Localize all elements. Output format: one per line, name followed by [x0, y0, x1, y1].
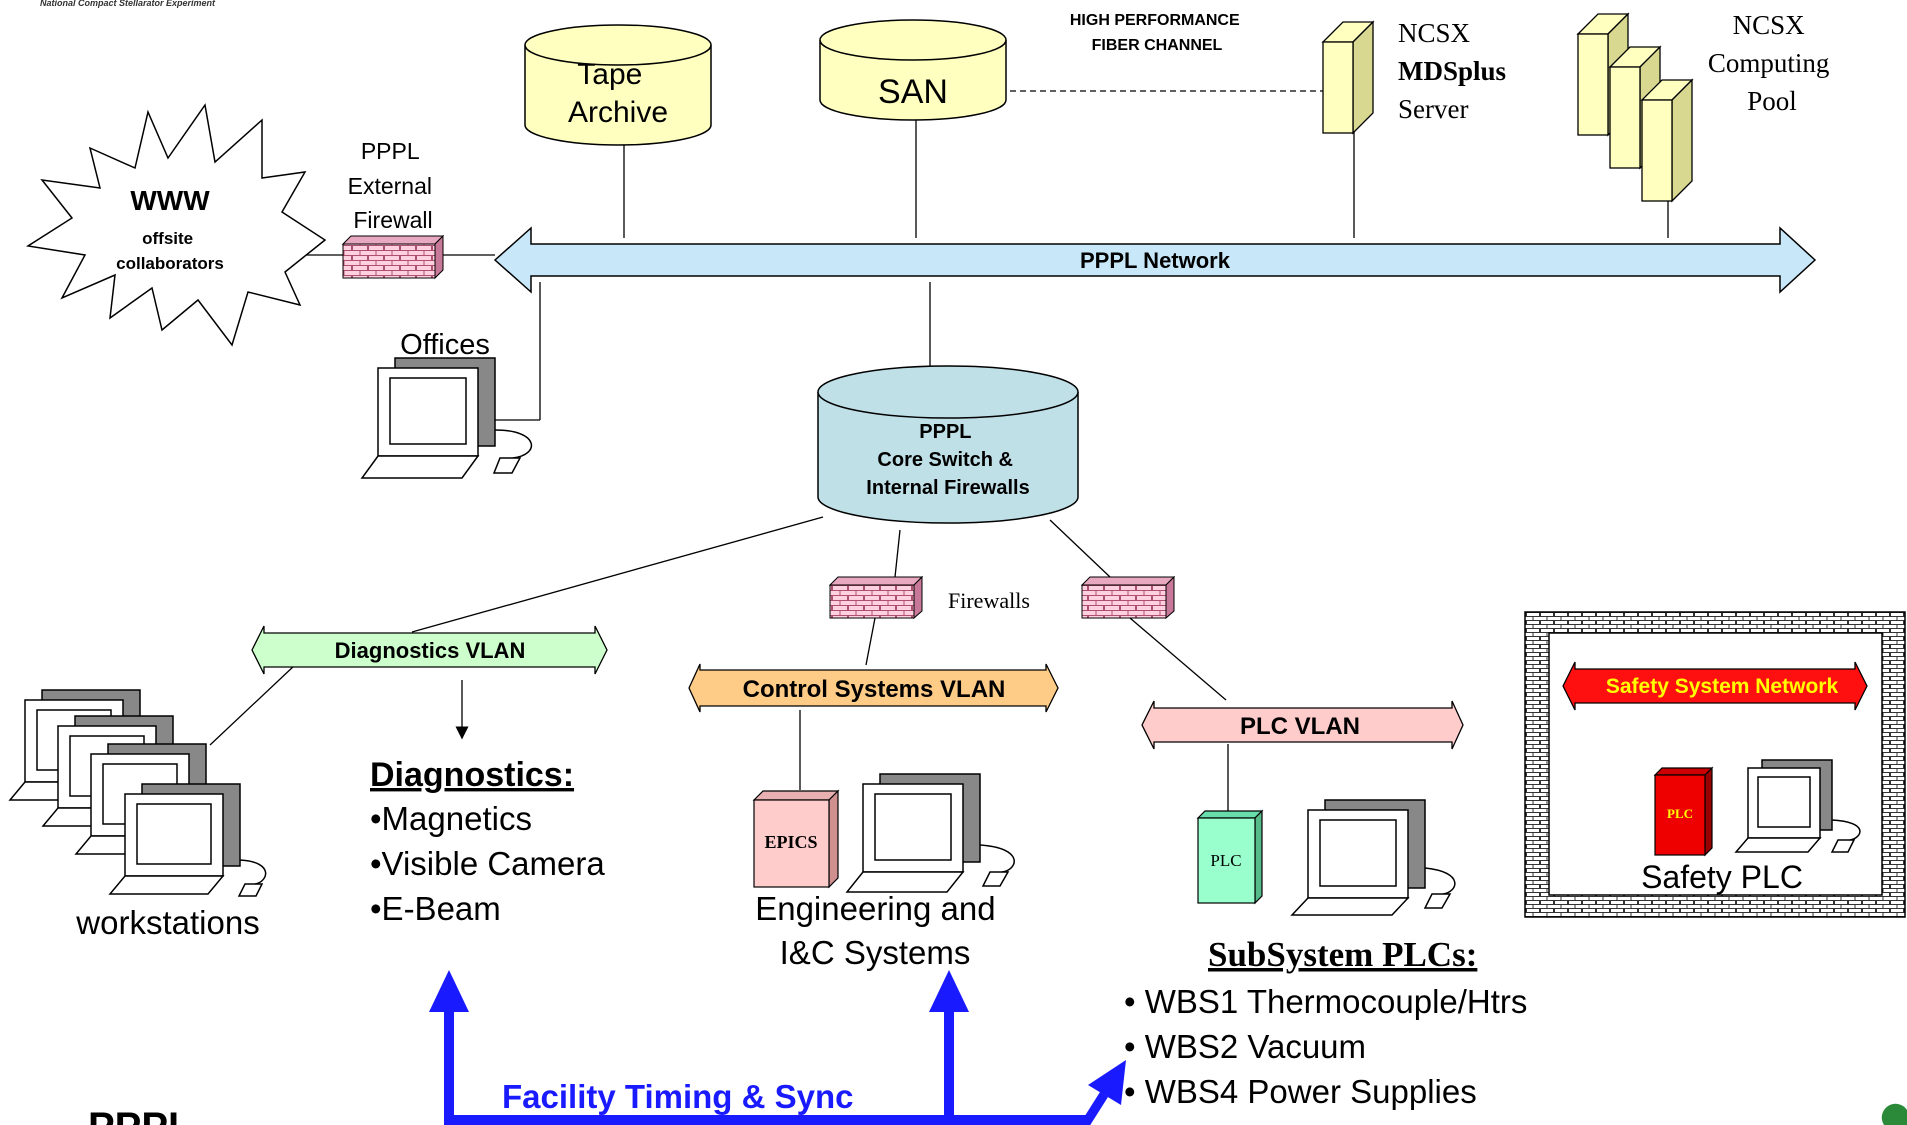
subsystem-item: • WBS1 Thermocouple/Htrs — [1124, 983, 1527, 1020]
plc-box-icon: PLC — [1196, 809, 1264, 905]
plc-vlan-bus: PLC VLAN — [1141, 700, 1464, 750]
san-label: SAN — [878, 73, 948, 111]
control-vlan-bus: Control Systems VLAN — [688, 663, 1059, 713]
core-switch-cylinder: PPPL Core Switch & Internal Firewalls — [817, 365, 1079, 524]
svg-text:Tape Archive: Tape Archive — [568, 58, 668, 129]
safety-plc-box-icon: PLC — [1653, 766, 1714, 857]
internal-firewall-icon — [828, 575, 924, 620]
internal-firewall-icon — [1080, 575, 1176, 620]
www-cloud-icon: WWW offsite collaborators — [25, 103, 327, 347]
mdsplus-server-icon — [1321, 20, 1375, 135]
safety-network-label: Safety System Network — [1606, 675, 1839, 698]
pool-line1: NCSX — [1733, 10, 1806, 40]
diagnostics-vlan-bus: Diagnostics VLAN — [251, 625, 608, 675]
engineering-line2: I&C Systems — [780, 934, 971, 971]
pool-line3: Pool — [1747, 86, 1797, 116]
engineering-computer-icon — [845, 773, 1015, 893]
tape-archive-line2: Archive — [568, 96, 668, 129]
fiber-channel-line1: HIGH PERFORMANCE — [1070, 12, 1240, 29]
firewalls-label: Firewalls — [948, 588, 1030, 613]
svg-text:NCSX Computing Pool: NCSX Computing Pool — [1708, 10, 1836, 116]
www-title: WWW — [130, 185, 210, 216]
diagnostics-vlan-label: Diagnostics VLAN — [335, 638, 526, 663]
timing-sync-label: Facility Timing & Sync — [502, 1078, 853, 1115]
subsystem-item: • WBS2 Vacuum — [1124, 1028, 1366, 1065]
computing-pool-icon — [1576, 12, 1694, 203]
diagnostics-item: •Visible Camera — [370, 845, 605, 882]
plc-computer-icon — [1290, 799, 1456, 916]
san-cylinder: SAN — [819, 19, 1007, 121]
svg-text:offsite collaborators: offsite collaborators — [116, 229, 224, 273]
epics-label: EPICS — [764, 832, 817, 852]
ext-fw-line1: PPPL — [361, 138, 420, 164]
svg-text:HIGH PERFORMANCE FIBER CHA: HIGH PERFORMANCE FIBER CHANNEL — [1070, 12, 1244, 54]
pppl-network-bus: PPPL Network — [493, 226, 1817, 294]
control-vlan-label: Control Systems VLAN — [743, 676, 1006, 703]
svg-text:PPPL External Firewall: PPPL External Firewall — [348, 138, 439, 233]
corner-logo-icon — [1881, 1103, 1907, 1125]
safety-computer-icon — [1734, 759, 1861, 853]
external-firewall-icon — [341, 234, 445, 280]
diagnostics-item: •Magnetics — [370, 800, 532, 837]
timing-sync-arrows — [429, 970, 1126, 1125]
diagnostics-title: Diagnostics: — [370, 756, 574, 794]
mdsplus-line1: NCSX — [1398, 18, 1471, 48]
ext-fw-line2: External — [348, 173, 432, 199]
diagnostics-item: •E-Beam — [370, 890, 501, 927]
svg-text:PPPL Core Switch &: PPPL Core Switch & Internal Firewalls — [866, 421, 1029, 499]
www-line1: offsite — [142, 229, 193, 248]
epics-box-icon: EPICS — [752, 789, 840, 889]
pool-line2: Computing — [1708, 48, 1830, 78]
mdsplus-line3: Server — [1398, 94, 1468, 124]
workstations-icon — [8, 689, 267, 897]
header-tagline: National Compact Stellarator Experiment — [40, 0, 216, 8]
tape-archive-cylinder: Tape Archive — [524, 24, 712, 146]
plc-vlan-label: PLC VLAN — [1240, 713, 1360, 740]
core-switch-line3: Internal Firewalls — [866, 477, 1029, 499]
subsystem-item: • WBS4 Power Supplies — [1124, 1073, 1477, 1110]
engineering-line1: Engineering and — [755, 890, 995, 927]
pppl-network-label: PPPL Network — [1080, 248, 1231, 273]
fiber-channel-line2: FIBER CHANNEL — [1092, 37, 1223, 54]
mdsplus-line2: MDSplus — [1398, 56, 1506, 86]
svg-text:NCSX MDSplus Server: NCSX MDSplus Server — [1398, 18, 1513, 124]
safety-enclosure — [1524, 611, 1906, 918]
offices-label: Offices — [400, 329, 490, 361]
core-switch-line1: PPPL — [919, 421, 971, 443]
subsystem-title: SubSystem PLCs: — [1208, 935, 1477, 974]
offices-computer-icon — [360, 357, 533, 479]
www-line2: collaborators — [116, 254, 224, 273]
tape-archive-line1: Tape — [577, 58, 642, 91]
core-switch-line2: Core Switch & — [877, 449, 1013, 471]
svg-text:Engineering and I&C System: Engineering and I&C Systems — [755, 890, 1005, 971]
pppl-logo: PPPL — [88, 1105, 192, 1125]
ext-fw-line3: Firewall — [353, 207, 432, 233]
safety-network-bus: Safety System Network — [1562, 661, 1868, 711]
workstations-label: workstations — [75, 904, 259, 941]
svg-text:•Magnetics •Visible Camera: •Magnetics •Visible Camera •E-Beam — [370, 800, 614, 927]
safety-plc-label: Safety PLC — [1641, 859, 1803, 895]
plc-box-label: PLC — [1210, 851, 1241, 870]
safety-plc-box-label: PLC — [1667, 806, 1693, 821]
svg-text:• WBS1 Thermocouple/Htrs •: • WBS1 Thermocouple/Htrs • WBS2 Vacuum •… — [1124, 983, 1537, 1110]
